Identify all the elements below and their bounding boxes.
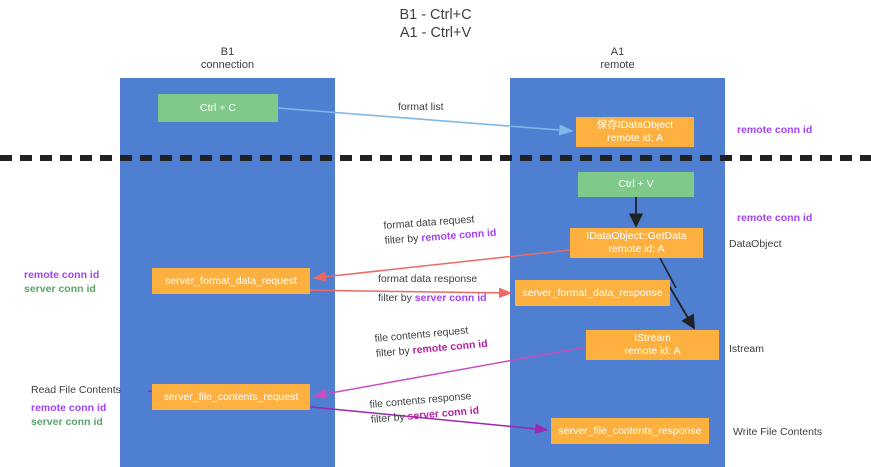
edge-response-to-istream — [667, 283, 695, 330]
legend-bottom-server: server conn id — [31, 416, 103, 428]
side-note-dataobject: DataObject — [729, 238, 782, 250]
legend-top-remote: remote conn id — [24, 269, 100, 281]
side-note-write-file-contents: Write File Contents — [733, 426, 823, 438]
fcresp-filter-prefix: filter by — [370, 410, 409, 426]
label-read-file-contents: Read File Contents — [31, 384, 121, 396]
edge-label-format-list-text: format list — [398, 101, 444, 113]
node-idataobject[interactable]: 保存IDataObject remote id: A — [576, 117, 694, 147]
fcreq-filter-prefix: filter by — [375, 344, 414, 360]
node-server-file-contents-request-label: server_file_contents_request — [163, 390, 299, 403]
legend-top-server: server conn id — [24, 283, 96, 295]
node-idataobject-line2: remote id: A — [606, 132, 664, 144]
lane-header-a1-role: remote — [600, 59, 635, 71]
node-server-format-data-response-label: server_format_data_response — [522, 286, 663, 299]
edge-format-list — [277, 107, 574, 136]
node-server-format-data-request-label: server_format_data_request — [165, 274, 297, 287]
fdresp-filter-key: server conn id — [414, 292, 487, 304]
edge-file-contents-request — [312, 346, 587, 400]
lane-header-b1-name: B1 — [220, 46, 235, 58]
page-title-line2: A1 - Ctrl+V — [399, 25, 472, 41]
node-server-file-contents-response-label: server_file_contents_response — [558, 424, 702, 437]
node-getdata-line2: remote id: A — [608, 243, 665, 255]
node-server-format-data-request[interactable]: server_format_data_request — [152, 268, 310, 294]
node-ctrl-c[interactable]: Ctrl + C — [158, 94, 278, 122]
node-istream[interactable]: IStream remote id: A — [586, 330, 719, 360]
lane-header-b1-role: connection — [200, 59, 255, 71]
lane-header-a1-name: A1 — [610, 46, 625, 58]
node-server-file-contents-request[interactable]: server_file_contents_request — [152, 384, 310, 410]
node-idataobject-line1: 保存IDataObject — [596, 119, 674, 131]
edge-label-fdresp-line2: filter by server conn id — [378, 291, 487, 306]
legend-conn-ids-bottom: remote conn id server conn id — [31, 401, 106, 429]
legend-bottom-remote: remote conn id — [31, 402, 107, 414]
edge-format-data-request — [312, 249, 571, 282]
fdreq-filter-prefix: filter by — [384, 232, 422, 247]
edge-label-fdresp-line1: format data response — [378, 273, 478, 285]
lane-header-a1: A1 remote — [510, 46, 725, 72]
edge-label-format-list: format list — [398, 100, 444, 115]
legend-conn-ids-top: remote conn id server conn id — [24, 268, 99, 296]
node-istream-line1: IStream — [634, 332, 671, 344]
node-server-file-contents-response[interactable]: server_file_contents_response — [551, 418, 709, 444]
node-ctrl-v[interactable]: Ctrl + V — [578, 172, 694, 197]
edge-getdata-branch — [659, 257, 677, 289]
edge-label-format-data-response: format data response filter by server co… — [378, 272, 487, 306]
side-note-remote-conn-id-top: remote conn id — [737, 124, 813, 136]
fdresp-filter-prefix: filter by — [378, 292, 415, 304]
node-ctrl-c-label: Ctrl + C — [200, 101, 236, 114]
node-server-format-data-response[interactable]: server_format_data_response — [515, 280, 670, 306]
node-istream-line2: remote id: A — [624, 345, 681, 357]
side-note-remote-conn-id-mid: remote conn id — [737, 212, 813, 224]
node-idataobject-getdata[interactable]: IDataObject::GetData remote id: A — [570, 228, 703, 258]
phase-divider — [0, 155, 871, 161]
page-title-line1: B1 - Ctrl+C — [399, 7, 472, 23]
page-title: B1 - Ctrl+C A1 - Ctrl+V — [0, 6, 871, 42]
side-note-istream: Istream — [729, 343, 765, 355]
lane-header-b1: B1 connection — [120, 46, 335, 72]
node-getdata-line1: IDataObject::GetData — [586, 230, 687, 242]
node-ctrl-v-label: Ctrl + V — [618, 178, 654, 190]
